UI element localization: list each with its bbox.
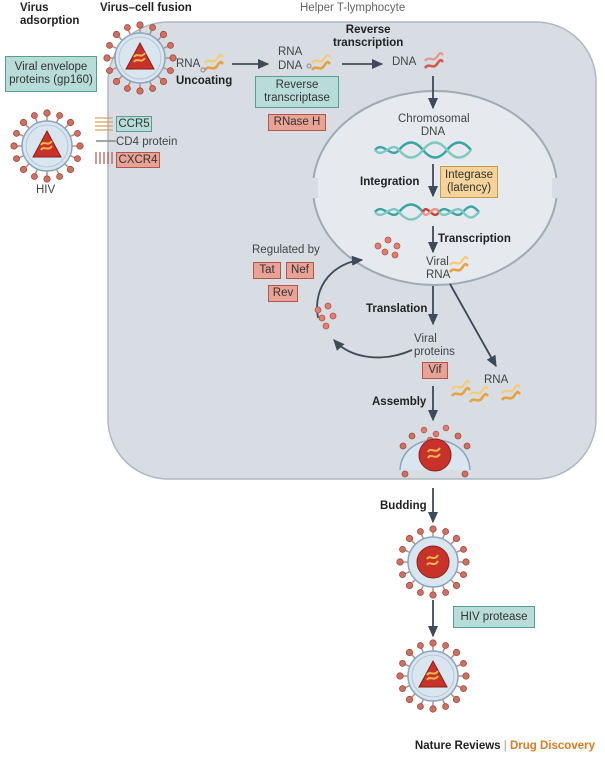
box-hiv-protease: HIV protease (453, 606, 535, 628)
label-cd4-protein: CD4 protein (116, 136, 178, 148)
label-virus-cell-fusion: Virus–cell fusion (100, 2, 192, 14)
chromosomal-dna-helix (374, 141, 472, 159)
box-viral-envelope-proteins: Viral envelope proteins (gp160) (5, 56, 97, 92)
hybrid-cap (306, 63, 312, 69)
box-rev: Rev (268, 285, 298, 302)
label-assembly: Assembly (372, 396, 427, 408)
label-hiv: HIV (36, 184, 56, 196)
label-rna-export: RNA (484, 374, 509, 386)
integrated-dna-helix (374, 203, 480, 221)
label-rna-uncoating-input: RNA (176, 58, 201, 70)
hiv-virion-adsorption (10, 109, 84, 183)
immature-virion (396, 525, 470, 599)
arrow-protein-recycle (333, 339, 413, 359)
mature-virion (396, 639, 470, 713)
box-cxcr4: CXCR4 (116, 152, 160, 168)
label-helper-t-lymphocyte: Helper T-lymphocyte (300, 2, 406, 14)
label-translation: Translation (366, 303, 428, 315)
box-integrase: Integrase (latency) (440, 166, 498, 198)
label-regulated-by: Regulated by (252, 244, 320, 256)
label-dna-hybrid: DNA (278, 60, 303, 72)
translated-protein-dots (314, 302, 337, 330)
journal-name: Drug Discovery (509, 740, 595, 752)
label-chromosomal-dna: Chromosomal DNA (398, 113, 470, 138)
box-reverse-transcriptase: Reverse transcriptase (255, 76, 339, 108)
label-reverse-transcription: Reverse transcription (333, 24, 404, 49)
label-budding: Budding (380, 500, 427, 512)
nuclear-pore-left (308, 178, 318, 198)
nuclear-pore-right (552, 178, 562, 198)
regulatory-protein-dots (374, 236, 401, 259)
cell-receptors (95, 117, 113, 131)
publisher-name: Nature Reviews (414, 740, 501, 752)
box-ccr5: CCR5 (116, 116, 152, 132)
box-tat: Tat (253, 262, 281, 279)
label-viral-rna: Viral RNA (426, 256, 451, 281)
box-nef: Nef (286, 262, 314, 279)
hiv-virion-fusion (103, 21, 177, 95)
box-vif: Vif (422, 362, 448, 379)
label-transcription: Transcription (438, 233, 511, 245)
arrow-rna-export (449, 283, 497, 368)
rna-cap (200, 67, 206, 73)
budding-virion (399, 432, 471, 478)
box-rnase-h: RNase H (268, 114, 326, 131)
publisher-credit: Nature Reviews | Drug Discovery (415, 740, 595, 752)
label-integration: Integration (360, 176, 420, 188)
label-uncoating: Uncoating (176, 75, 233, 87)
label-dna: DNA (392, 56, 417, 68)
label-virus-adsorption: Virus adsorption (20, 2, 80, 27)
label-rna-hybrid: RNA (278, 46, 303, 58)
label-viral-proteins: Viral proteins (414, 333, 455, 358)
publisher-separator: | (503, 740, 507, 752)
